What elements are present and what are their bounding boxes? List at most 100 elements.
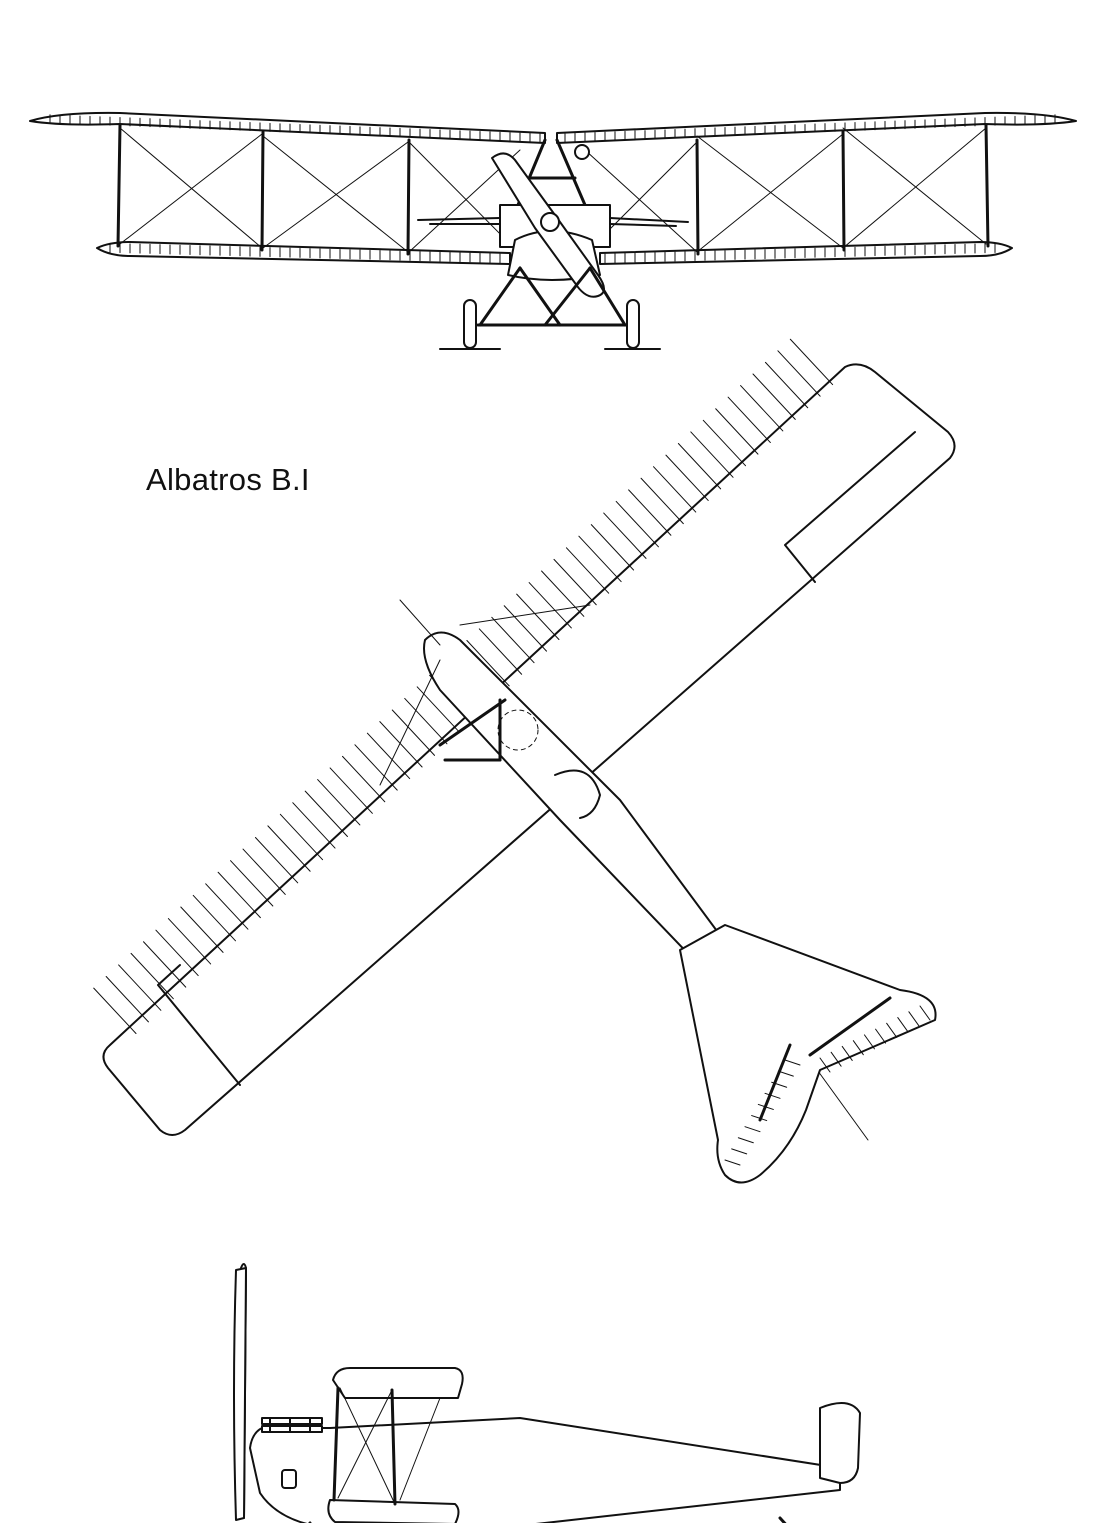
wing-rib <box>764 361 809 409</box>
wing-rib <box>118 964 162 1011</box>
side-tailskid <box>778 1516 787 1523</box>
wing-rib <box>342 755 386 803</box>
tail-rib <box>751 1115 768 1122</box>
interplane-struts <box>116 123 990 256</box>
tail-rib <box>724 1159 741 1166</box>
wing-rib <box>267 825 311 872</box>
tail-rib <box>757 1103 774 1110</box>
wing-rib <box>677 443 722 490</box>
wing-rib <box>142 941 187 988</box>
wing-rib <box>565 547 610 594</box>
wing-rib <box>727 396 771 444</box>
radiators <box>417 217 689 227</box>
wing-rib <box>702 419 747 467</box>
tail-rib <box>784 1059 801 1066</box>
tail-rib <box>875 1028 887 1044</box>
tail-rib <box>737 1137 754 1144</box>
wing-rib <box>590 524 635 571</box>
wheel-left <box>463 299 477 349</box>
wing-rib <box>665 454 709 501</box>
propeller-hub <box>540 212 560 232</box>
upper-wing-ribs <box>49 114 1056 143</box>
wing-rib <box>329 767 373 814</box>
tail-rib <box>908 1011 920 1027</box>
top-wing-ribs <box>93 338 834 1034</box>
wing-rib <box>242 848 286 895</box>
wing-rib <box>292 802 336 849</box>
wing-rib <box>366 732 411 780</box>
wing-rib <box>93 987 137 1034</box>
lower-wing-right <box>599 241 1013 265</box>
prop-axis <box>399 599 441 646</box>
wing-rib <box>404 697 448 745</box>
observer-ring <box>497 709 539 751</box>
tail-rib <box>841 1045 853 1061</box>
wing-rib <box>304 790 348 837</box>
top-view <box>93 338 956 1184</box>
tailplane <box>679 924 937 1184</box>
wing-rib <box>503 605 547 652</box>
tail-rib <box>886 1022 898 1038</box>
wing-rib <box>653 466 697 513</box>
side-fin <box>819 1402 861 1484</box>
tail-rib <box>863 1034 875 1050</box>
wing-rib <box>466 639 510 687</box>
wing-rib <box>491 616 535 664</box>
aileron-left <box>157 964 241 1086</box>
wing-rib <box>354 744 398 791</box>
top-engine-mount <box>438 698 507 762</box>
side-upper-wing <box>332 1367 464 1399</box>
side-propeller-blade <box>233 1267 247 1521</box>
wing-rib <box>130 952 174 1000</box>
side-engine-vent <box>281 1469 297 1489</box>
tailplane-ribs <box>724 1005 931 1166</box>
wing-rib <box>155 929 199 977</box>
wing-rib <box>789 338 834 386</box>
wing-rib <box>578 535 622 583</box>
tailplane-spars <box>758 996 892 1122</box>
wing-rib <box>391 709 436 756</box>
wing-rib <box>690 431 734 478</box>
tail-rib <box>919 1005 931 1021</box>
wing-rib <box>541 570 585 617</box>
tail-rib <box>771 1081 788 1088</box>
wing-rib <box>478 628 523 675</box>
upper-wing-right <box>556 111 1077 144</box>
wing-rib <box>628 489 672 536</box>
wing-rib <box>279 813 324 861</box>
wing-rib <box>192 894 237 942</box>
side-exhaust-stacks <box>261 1417 323 1433</box>
wing-rib <box>715 408 759 455</box>
side-struts <box>332 1386 397 1506</box>
wing-rib <box>416 686 460 733</box>
lower-wing-left <box>96 241 511 265</box>
tail-rib <box>852 1040 864 1056</box>
wing-rib <box>603 512 647 559</box>
wing-rib <box>217 871 261 919</box>
aircraft-title: Albatros B.I <box>146 462 310 497</box>
tail-rib <box>731 1148 748 1155</box>
wing-rib <box>317 779 361 826</box>
side-lower-wing <box>327 1499 460 1523</box>
wing-rib <box>740 385 784 432</box>
lower-wing-ribs <box>109 242 996 264</box>
side-view <box>233 1263 861 1523</box>
wing-rib <box>167 918 212 965</box>
wing-rib <box>528 582 572 629</box>
wing-rib <box>777 350 821 397</box>
tail-rib <box>744 1126 761 1133</box>
side-fuselage <box>249 1417 841 1523</box>
tail-rib <box>830 1051 842 1067</box>
top-bracing-wires <box>379 604 591 786</box>
wheel-right <box>626 299 640 349</box>
wing-rib <box>640 477 684 525</box>
wing-rib <box>180 906 224 953</box>
side-bracing <box>337 1387 441 1503</box>
upper-wing-left <box>29 111 546 144</box>
undercarriage <box>476 266 630 327</box>
cockpit-opening <box>554 769 601 819</box>
wing-rib <box>553 558 597 606</box>
tail-rib <box>777 1070 794 1077</box>
